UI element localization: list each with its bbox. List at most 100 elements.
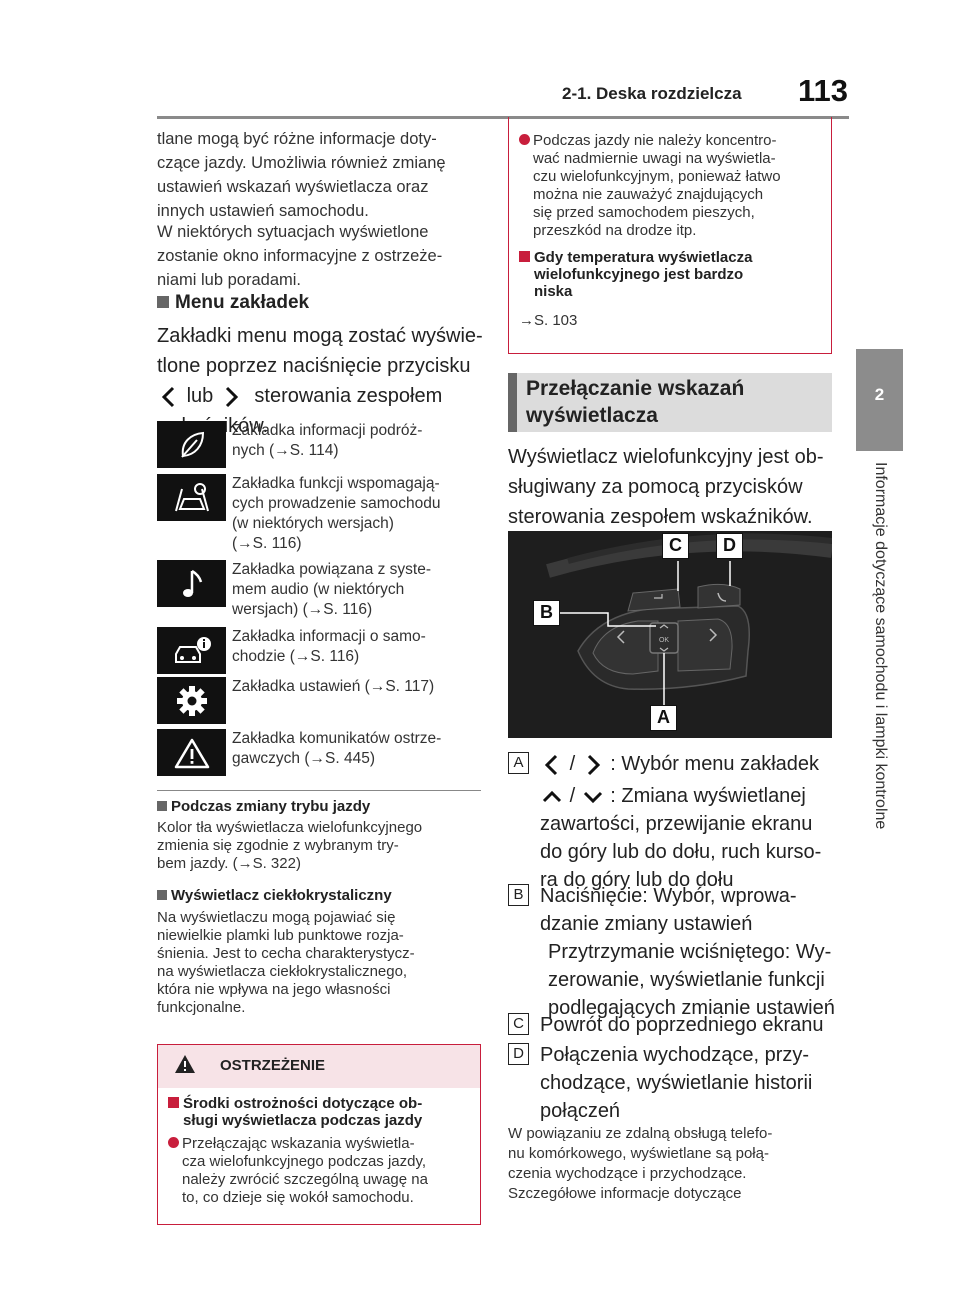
- text-line: sterowania zespołem wskaźników.: [508, 506, 813, 528]
- warning-heading: Środki ostrożności dotyczące ob-: [183, 1095, 423, 1112]
- gear-icon: [157, 677, 226, 724]
- text-line: nu komórkowego, wyświetlane są połą-: [508, 1145, 769, 1162]
- warning-triangle-icon: [157, 729, 226, 776]
- text-line: gawczych (→S. 445): [232, 750, 375, 767]
- text-line: przeszkód na drodze itp.: [533, 222, 697, 239]
- footnote: W powiązaniu ze zdalną obsługą telefo- n…: [508, 1124, 838, 1204]
- music-note-icon: [157, 560, 226, 607]
- key-label: B: [508, 884, 529, 906]
- label-b: B: [533, 600, 560, 626]
- item-text: zerowanie, wyświetlanie funkcji: [548, 969, 825, 991]
- text-line: śnienia. Jest to cecha charakterystycz-: [157, 945, 415, 962]
- item-b: B Naciśnięcie: Wybór, wprowa- dzanie zmi…: [508, 882, 838, 1022]
- section-title: 2-1. Deska rozdzielcza: [562, 84, 742, 103]
- text-line: cza wielofunkcyjnego podczas jazdy,: [182, 1153, 427, 1170]
- label-c: C: [662, 533, 689, 559]
- text-line: się przed samochodem pieszych,: [533, 204, 755, 221]
- chevron-left-icon: [544, 754, 558, 775]
- bullet-dot-icon: [168, 1137, 179, 1148]
- item-text: zawartości, przewijanie ekranu: [540, 813, 813, 835]
- text-line: (w niektórych wersjach): [232, 515, 394, 532]
- text-line: na wyświetlacza ciekłokrystalicznego,: [157, 963, 408, 980]
- leaf-icon: [157, 421, 226, 468]
- text-line: mem audio (w niektórych: [232, 581, 405, 598]
- steering-wheel-illustration: OK: [508, 531, 832, 738]
- square-bullet-icon: [157, 296, 169, 308]
- item-text: ra do góry lub do dołu: [540, 869, 734, 891]
- steering-controls-photo: OK C D B A: [508, 531, 832, 738]
- warning-title: OSTRZEŻENIE: [220, 1057, 326, 1074]
- label-d: D: [716, 533, 743, 559]
- text-line: czenia wychodzące i przychodzące.: [508, 1165, 747, 1182]
- section-heading: Przełączanie wskazań wyświetlacza: [508, 373, 832, 432]
- page-reference: →S. 103: [519, 312, 578, 329]
- heading-line: Przełączanie wskazań: [526, 377, 745, 400]
- text-line: Zakładki menu mogą zostać wyświe-: [157, 325, 483, 347]
- text-line: tlone poprzez naciśnięcie przycisku: [157, 355, 471, 377]
- item-text: Przytrzymanie wciśniętego: Wy-: [548, 941, 832, 963]
- warning-box: OSTRZEŻENIE Środki ostrożności dotyczące…: [157, 1044, 481, 1225]
- text-line: W powiązaniu ze zdalną obsługą telefo-: [508, 1125, 773, 1142]
- car-info-icon: [157, 627, 226, 674]
- text-line: Przełączając wskazania wyświetla-: [182, 1135, 415, 1152]
- warning-heading: sługi wyświetlacza podczas jazdy: [183, 1112, 423, 1129]
- key-label: D: [508, 1043, 529, 1065]
- box-heading: Gdy temperatura wyświetlacza: [534, 249, 753, 266]
- chevron-up-icon: [542, 790, 562, 802]
- item-d: D Połączenia wychodzące, przy- chodzące,…: [508, 1041, 838, 1125]
- text-line: należy zwrócić szczególną uwagę na: [182, 1171, 428, 1188]
- box-heading: niska: [534, 283, 573, 300]
- warning-triangle-icon: [175, 1055, 195, 1073]
- lcd-note: Wyświetlacz ciekłokrystaliczny Na wyświe…: [157, 887, 487, 1017]
- separator-slash: /: [569, 753, 576, 775]
- text-line: wersjach) (→S. 116): [232, 601, 373, 618]
- drive-mode-note: Podczas zmiany trybu jazdy Kolor tła wyś…: [157, 798, 487, 873]
- separator: [157, 790, 481, 791]
- square-bullet-icon: [168, 1097, 179, 1108]
- heading-line: wyświetlacza: [526, 404, 658, 427]
- item-text: Powrót do poprzedniego ekranu: [540, 1014, 824, 1036]
- text-line: Zakładka komunikatów ostrze-: [232, 730, 442, 747]
- text-line: innych ustawień samochodu.: [157, 202, 369, 220]
- label-a: A: [650, 705, 677, 731]
- item-text: : Zmiana wyświetlanej: [610, 785, 806, 807]
- intro-paragraph: tlane mogą być różne informacje doty- cz…: [157, 127, 487, 223]
- text-line: niewielkie plamki lub punktowe rozja-: [157, 927, 404, 944]
- text-line: Szczegółowe informacje dotyczące: [508, 1185, 742, 1202]
- heading-bar: [508, 373, 517, 432]
- text-line: Wyświetlacz wielofunkcyjny jest ob-: [508, 446, 824, 468]
- page-number: 113: [798, 73, 849, 108]
- text-line: Zakładka funkcji wspomagają-: [232, 475, 440, 492]
- text-line: nych (→S. 114): [232, 442, 339, 459]
- chapter-side-text: Informacje dotyczące samochodu i lampki …: [872, 462, 889, 830]
- text-line: zmienia się zgodnie z wybranym try-: [157, 837, 399, 854]
- header-rule: [157, 116, 849, 119]
- key-label: C: [508, 1013, 529, 1035]
- key-label: A: [508, 752, 529, 774]
- text-line: Podczas jazdy nie należy koncentro-: [533, 132, 777, 149]
- chevron-right-icon: [225, 386, 238, 407]
- item-text: podlegających zmianie ustawień: [548, 997, 835, 1019]
- text-line: zostanie okno informacyjne z ostrzeże-: [157, 247, 443, 265]
- item-text: dzanie zmiany ustawień: [540, 913, 753, 935]
- text-line: W niektórych sytuacjach wyświetlone: [157, 223, 429, 241]
- square-bullet-icon: [519, 251, 530, 262]
- text-line: cych prowadzenie samochodu: [232, 495, 441, 512]
- text-line: która nie wpływa na jego własności: [157, 981, 391, 998]
- text-line: czące jazdy. Umożliwia również zmianę: [157, 154, 446, 172]
- text-line: Na wyświetlaczu mogą pojawiać się: [157, 909, 396, 926]
- driving-assist-icon: [157, 474, 226, 521]
- text-line: Zakładka informacji o samo-: [232, 628, 426, 645]
- box-heading: wielofunkcyjnego jest bardzo: [534, 266, 744, 283]
- text-line: tlane mogą być różne informacje doty-: [157, 130, 437, 148]
- warning-continuation-box: Podczas jazdy nie należy koncentro- wać …: [508, 117, 832, 354]
- text-line-with-icons: lub sterowania zespołem: [157, 381, 487, 411]
- note-heading: Wyświetlacz ciekłokrystaliczny: [171, 887, 392, 904]
- text-line: wać nadmiernie uwagi na wyświetla-: [533, 150, 776, 167]
- chevron-left-icon: [161, 386, 175, 407]
- square-bullet-icon: [157, 801, 167, 811]
- text-line: czu wielofunkcyjnym, ponieważ łatwo: [533, 168, 781, 185]
- text-line: można nie zauważyć znajdujących: [533, 186, 764, 203]
- item-text: : Wybór menu zakładek: [610, 753, 820, 775]
- text-line: (→S. 116): [232, 535, 302, 552]
